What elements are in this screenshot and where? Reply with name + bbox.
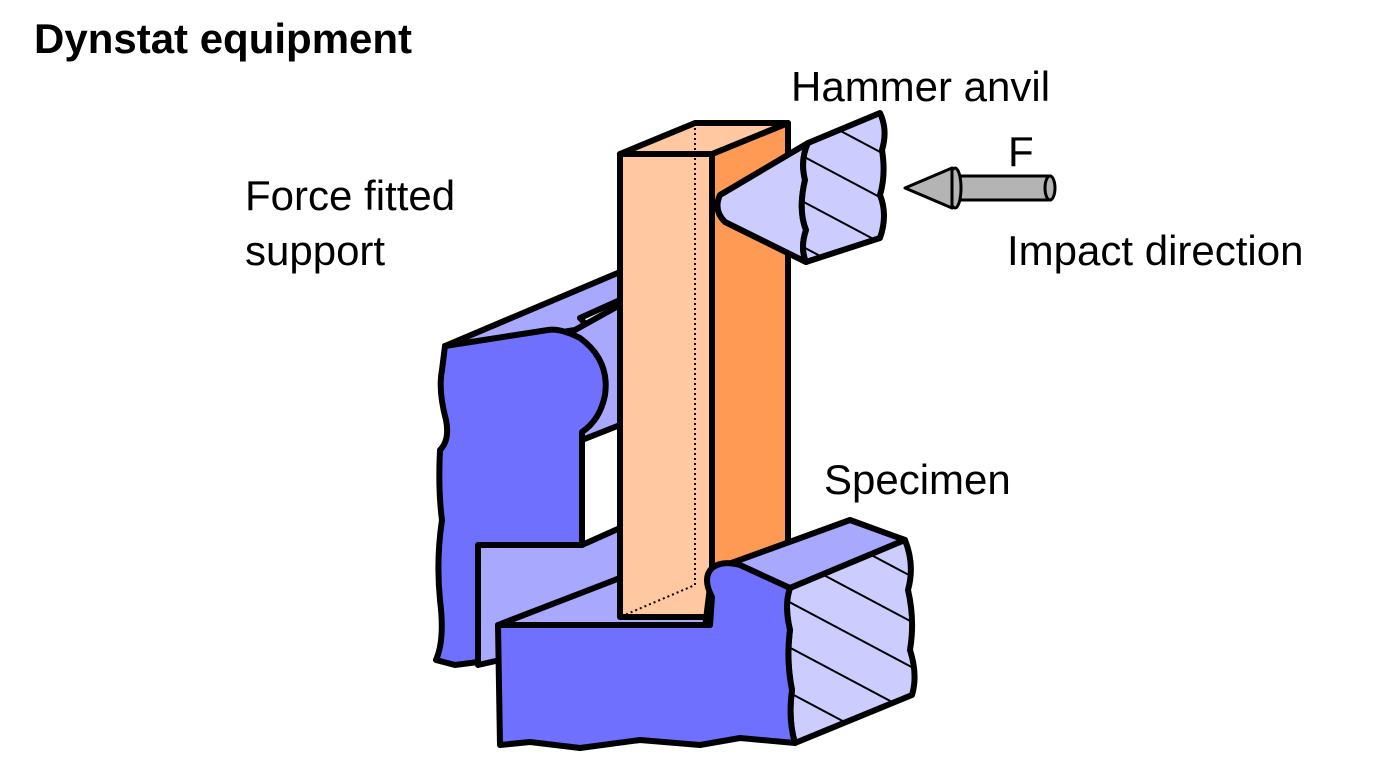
specimen-front-face [617, 151, 715, 620]
hammer-anvil-label: Hammer anvil [791, 63, 1051, 110]
force-fitted-support-label-line2: support [245, 227, 386, 274]
hammer-anvil-hatched-section [798, 110, 888, 265]
specimen-hidden-edges [619, 123, 696, 618]
bottom-support [495, 517, 918, 751]
impact-direction-label: Impact direction [1007, 227, 1304, 274]
force-symbol-label: F [1008, 128, 1034, 175]
bottom-support-front-face [495, 560, 798, 751]
force-fitted-support-label-line1: Force fitted [245, 172, 456, 219]
left-support-front-face [433, 326, 609, 668]
impact-arrow-icon [903, 166, 1057, 210]
left-support [433, 269, 623, 668]
diagram-title: Dynstat equipment [34, 15, 413, 62]
hammer-anvil [714, 110, 888, 265]
specimen-label: Specimen [824, 456, 1011, 503]
